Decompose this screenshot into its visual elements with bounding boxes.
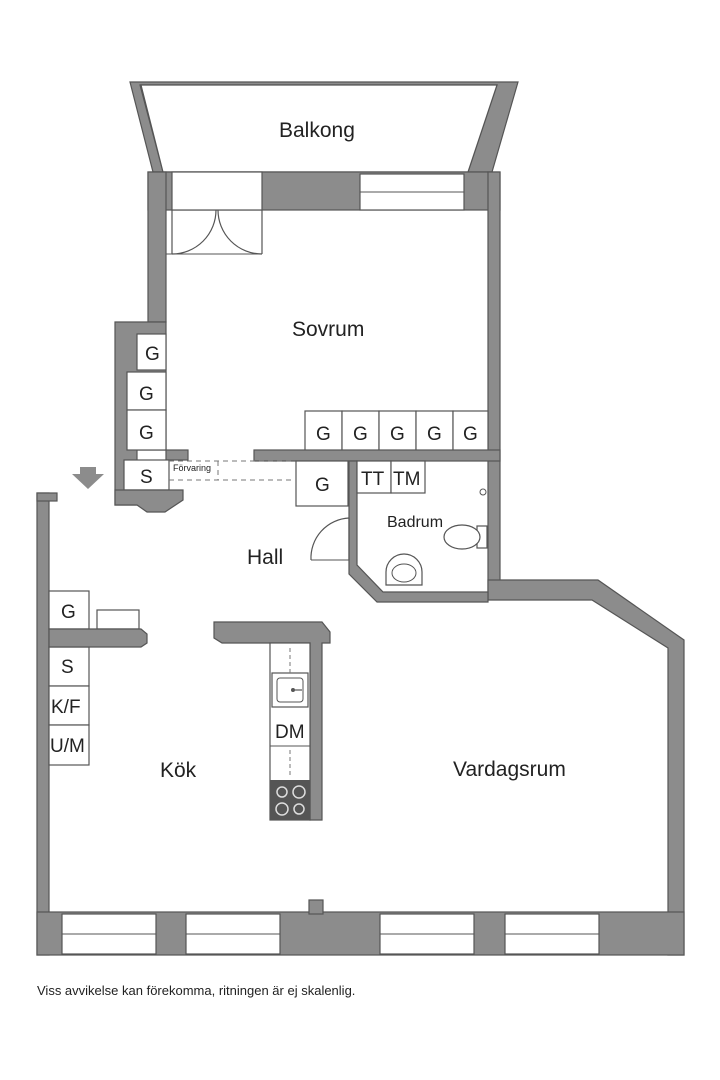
fridge-s-label: S <box>61 657 74 678</box>
wardrobe-column-left <box>126 333 167 451</box>
storage-label: Förvaring <box>173 463 211 473</box>
room-sovrum: Sovrum <box>292 318 364 341</box>
dm-label: DM <box>275 722 305 743</box>
kitchen-counter-left <box>48 590 140 766</box>
wardrobe-label: G <box>390 424 405 445</box>
wardrobe-label: G <box>353 424 368 445</box>
dryer <box>390 460 426 494</box>
wardrobe-row-bedroom <box>304 410 489 452</box>
hall-wardrobe <box>295 460 349 507</box>
wall-bedroom-hall-right <box>253 449 501 462</box>
wardrobe-label: G <box>427 424 442 445</box>
wardrobe-label: G <box>139 423 154 444</box>
bump-bottom <box>308 899 324 915</box>
kitchen-island <box>269 642 311 821</box>
disclaimer-note: Viss avvikelse kan förekomma, ritningen … <box>37 983 356 998</box>
storage-s <box>123 459 170 491</box>
room-vardagsrum: Vardagsrum <box>453 758 566 781</box>
window-bedroom <box>359 173 465 211</box>
washing-machine <box>356 460 392 494</box>
wardrobe-label: G <box>315 475 330 496</box>
tm-label: TM <box>393 469 420 490</box>
wall-kitchen-island <box>213 621 331 821</box>
tt-label: TT <box>361 469 385 490</box>
bathroom-door <box>310 517 350 561</box>
wardrobe-label: G <box>463 424 478 445</box>
room-kok: Kök <box>160 759 197 782</box>
kf-label: K/F <box>51 697 81 718</box>
um-label: U/M <box>50 736 85 757</box>
wardrobe-label: G <box>145 344 160 365</box>
room-badrum: Badrum <box>387 514 443 531</box>
storage-forvaring <box>169 460 294 481</box>
wardrobe-label: G <box>61 602 76 623</box>
toilet-icon <box>443 488 488 550</box>
bathroom-sink-icon <box>385 553 423 586</box>
wall-stub-hall <box>114 489 184 513</box>
wall-left-bedroom-upper <box>147 171 167 323</box>
wall-bathroom <box>348 460 489 603</box>
entrance-arrow-icon <box>72 467 104 489</box>
balcony-door <box>166 171 263 255</box>
wall-bedroom-hall-left <box>165 449 189 461</box>
room-hall: Hall <box>247 546 283 569</box>
wall-top-hall-left <box>36 492 58 502</box>
windows-bottom <box>61 913 600 955</box>
wall-kitchen-hall <box>48 628 148 648</box>
wall-left-outer <box>36 492 50 956</box>
wardrobe-label: G <box>316 424 331 445</box>
storage-s-label: S <box>140 467 153 488</box>
room-balkong: Balkong <box>279 119 355 142</box>
wall-right-bedroom <box>487 171 501 593</box>
wardrobe-label: G <box>139 384 154 405</box>
